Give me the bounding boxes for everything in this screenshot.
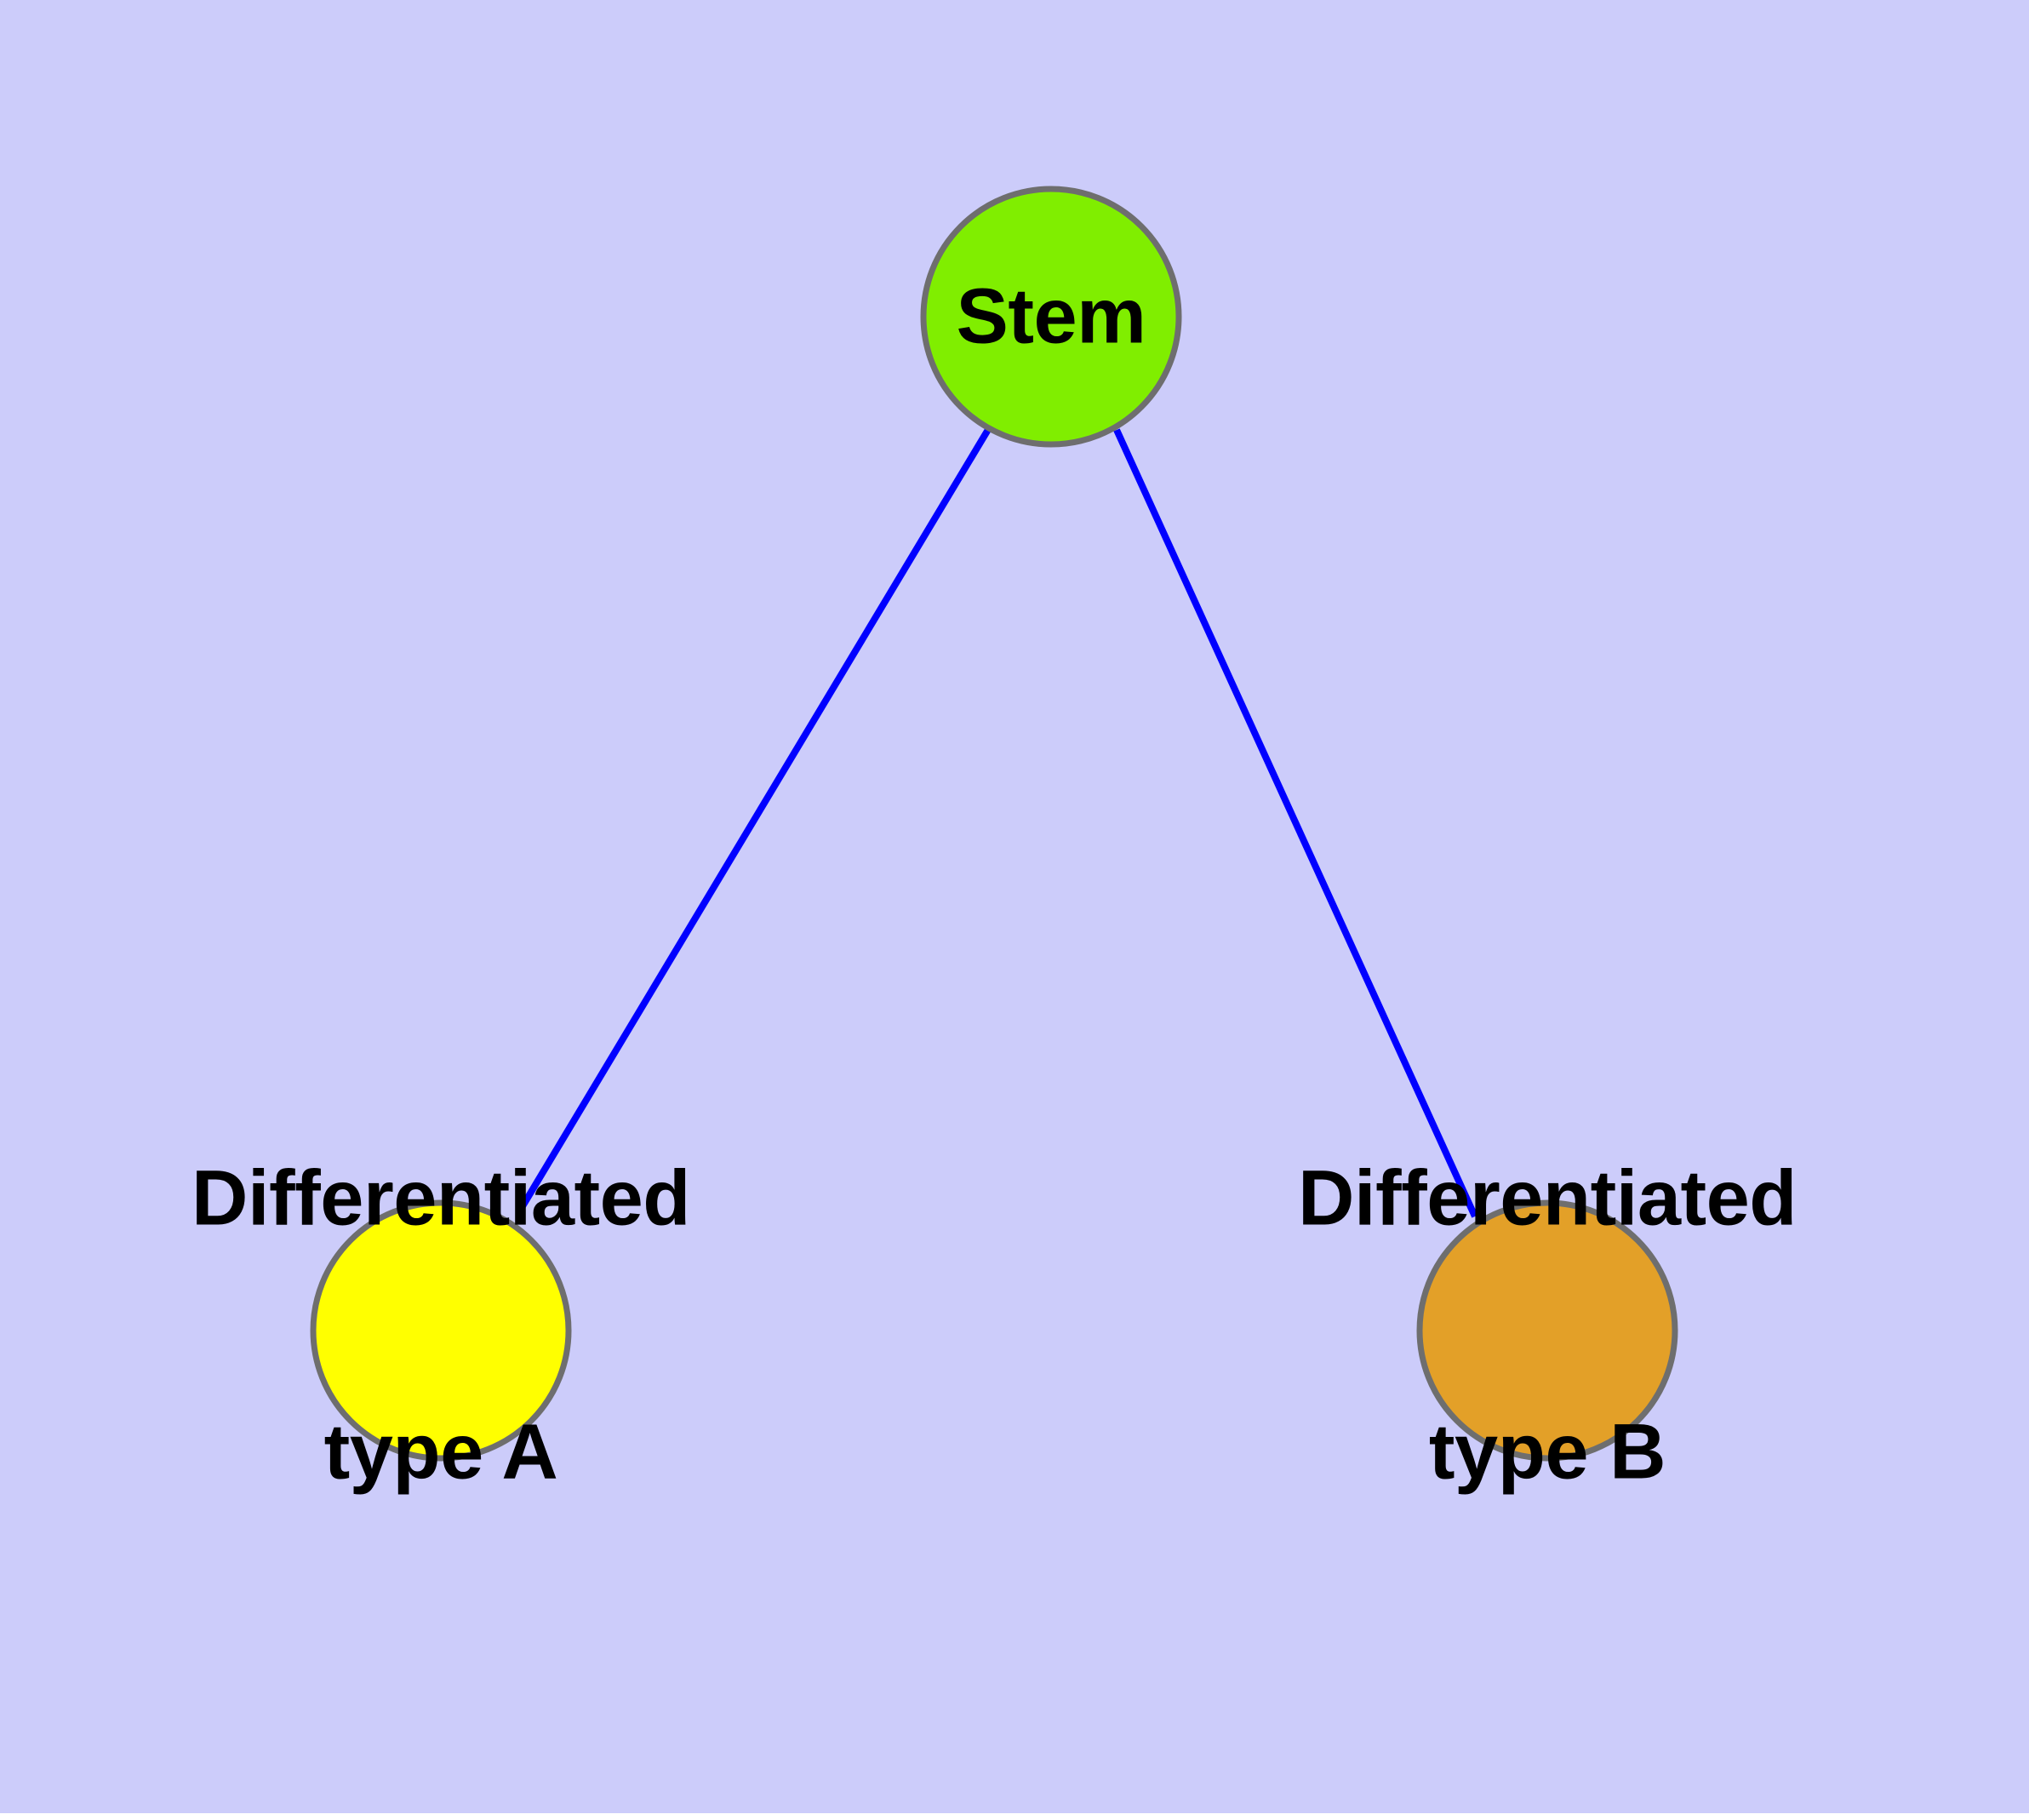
edge-stem-to-diff-b[interactable] <box>1113 428 1478 1218</box>
edge-layer <box>517 426 1478 1218</box>
node-diff-b[interactable] <box>1416 1199 1678 1462</box>
node-diff-a[interactable] <box>310 1199 572 1462</box>
node-layer <box>310 186 1678 1462</box>
node-stem[interactable] <box>920 186 1182 448</box>
edge-stem-to-diff-a[interactable] <box>517 426 992 1213</box>
